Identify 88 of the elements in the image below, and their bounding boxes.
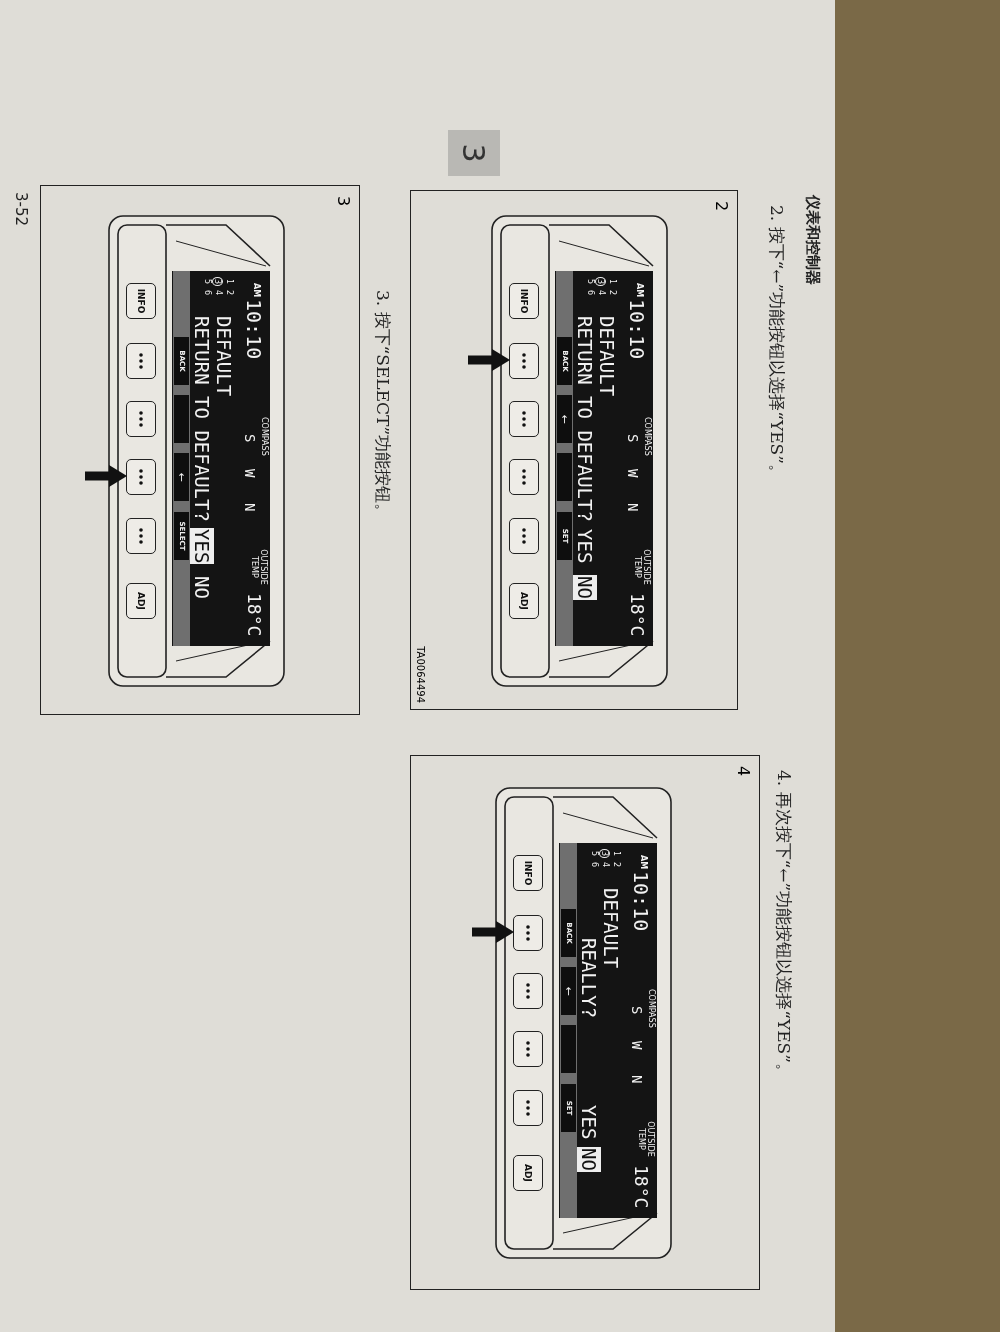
figure-frame [410, 190, 738, 710]
compass-letter: N [242, 503, 258, 512]
compass-label: COMPASS [647, 989, 656, 1028]
temperature-reading: 18°C [627, 593, 648, 637]
compass-letter: N [625, 503, 641, 512]
arrow-symbol: ← [563, 986, 574, 996]
adjust-button: ADJ [126, 583, 156, 619]
soft-key-button [126, 343, 156, 379]
info-button: INFO [513, 855, 543, 891]
preset-number: 5 [203, 279, 212, 285]
info-button: INFO [509, 283, 539, 319]
clock-label: AM [639, 855, 648, 870]
option-text: NO [574, 576, 596, 599]
arrow-symbol: ← [559, 414, 570, 424]
soft-key-button [509, 343, 539, 379]
display-text: DEFAULT [600, 888, 622, 969]
soft-key-button [126, 459, 156, 495]
temperature-reading: 18°C [631, 1165, 652, 1209]
clock-time: 10:10 [629, 871, 653, 932]
preset-number: 2 [225, 290, 234, 296]
preset-number: 1 [608, 279, 617, 285]
section-heading: 仪表和控制器 [803, 195, 822, 285]
page-number: 3-52 [12, 192, 30, 227]
option-text: NO [191, 576, 213, 599]
preset-number: 4 [214, 290, 223, 296]
instruction-text: 3. 按下“SELECT”功能按钮。 [372, 290, 394, 521]
soft-key-button [513, 1031, 543, 1067]
preset-number: 2 [608, 290, 617, 296]
option-text: YES [574, 529, 596, 564]
compass-label: COMPASS [643, 417, 652, 456]
compass-letter: S [242, 434, 258, 443]
preset-number: 5 [586, 279, 595, 285]
clock-label: AM [635, 283, 644, 298]
preset-number: 6 [203, 290, 212, 296]
chapter-tab: 3 [448, 130, 500, 176]
preset-number: 2 [612, 862, 621, 868]
display-text: REALLY? [578, 938, 600, 1019]
soft-key-button [126, 401, 156, 437]
clock-time: 10:10 [242, 299, 266, 360]
clock-label: AM [252, 283, 261, 298]
display-text: RETURN TO DEFAULT? [191, 316, 213, 522]
figure-number: 3 [334, 196, 353, 207]
instruction-text: 4. 再次按下“←”功能按钮以选择“YES”。 [773, 770, 795, 1080]
temperature-label: OUTSIDE TEMP [636, 1120, 654, 1159]
compass-letter: N [629, 1075, 645, 1084]
compass-label: COMPASS [260, 417, 269, 456]
adjust-button: ADJ [513, 1155, 543, 1191]
figure-frame [410, 755, 760, 1290]
compass-letter: S [625, 434, 641, 443]
clock-time: 10:10 [625, 299, 649, 360]
compass-letter: W [625, 469, 641, 478]
option-text: NO [578, 1148, 600, 1171]
soft-key-button [513, 1090, 543, 1126]
display-text: DEFAULT [596, 316, 618, 397]
figure-number: 4 [734, 766, 753, 777]
figure-number: 2 [712, 201, 731, 212]
temperature-label: OUTSIDE TEMP [632, 548, 650, 587]
preset-number: 4 [597, 290, 606, 296]
pointer-arrow [85, 465, 127, 487]
soft-key-button [126, 518, 156, 554]
pointer-arrow [468, 349, 510, 371]
soft-key-button [513, 973, 543, 1009]
soft-key-button [513, 915, 543, 951]
pointer-arrow [472, 921, 514, 943]
temperature-label: OUTSIDE TEMP [249, 548, 267, 587]
preset-number: 1 [612, 851, 621, 857]
soft-key-button [509, 401, 539, 437]
display-text: RETURN TO DEFAULT? [574, 316, 596, 522]
preset-number: 1 [225, 279, 234, 285]
option-text: YES [578, 1105, 600, 1140]
adjust-button: ADJ [509, 583, 539, 619]
preset-number: 4 [601, 862, 610, 868]
soft-key-button [509, 459, 539, 495]
instruction-text: 2. 按下“←”功能按钮以选择“YES”。 [766, 205, 788, 481]
figure-code: TA0064494 [415, 646, 426, 703]
arrow-symbol: ← [176, 472, 187, 482]
preset-number: 6 [586, 290, 595, 296]
display-text: DEFAULT [213, 316, 235, 397]
preset-number: 5 [590, 851, 599, 857]
info-button: INFO [126, 283, 156, 319]
temperature-reading: 18°C [244, 593, 265, 637]
option-text: YES [191, 529, 213, 564]
compass-letter: S [629, 1006, 645, 1015]
compass-letter: W [629, 1041, 645, 1050]
soft-key-button [509, 518, 539, 554]
compass-letter: W [242, 469, 258, 478]
preset-number: 6 [590, 862, 599, 868]
figure-frame [40, 185, 360, 715]
